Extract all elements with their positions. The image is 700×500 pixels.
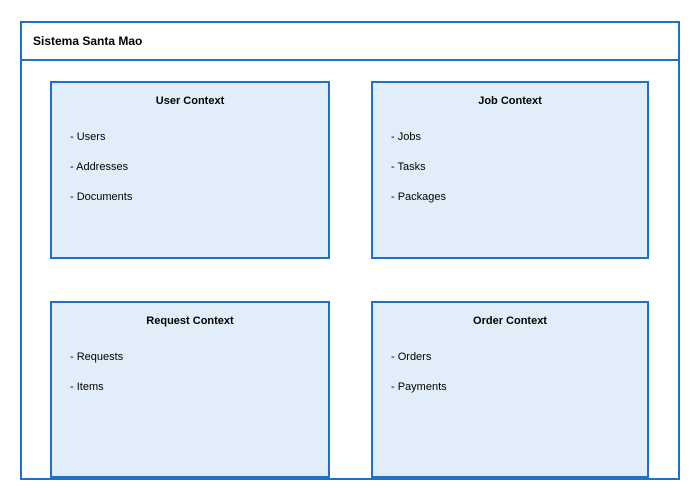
context-box-title: Order Context — [473, 315, 547, 327]
list-item: - Items — [70, 381, 104, 393]
context-box-item-list: - Orders - Payments — [373, 342, 647, 402]
context-box-item-list: - Users - Addresses - Documents — [52, 122, 328, 212]
list-item: - Packages — [391, 191, 447, 203]
list-item: - Documents — [70, 191, 133, 203]
context-box-item-list: - Jobs - Tasks - Packages — [373, 122, 647, 212]
context-box-order: Order Context - Orders - Payments — [371, 301, 649, 478]
context-box-title: Job Context — [478, 95, 542, 107]
context-box-title: Request Context — [146, 315, 234, 327]
list-item: - Jobs — [391, 131, 421, 143]
system-boundary-box: Sistema Santa Mao User Context - Users -… — [20, 21, 680, 480]
list-item: - Tasks — [391, 161, 426, 173]
list-item: - Payments — [391, 381, 447, 393]
context-box-user: User Context - Users - Addresses - Docum… — [50, 81, 330, 259]
list-item: - Orders — [391, 351, 432, 363]
list-item: - Requests — [70, 351, 124, 363]
context-box-item-list: - Requests - Items — [52, 342, 328, 402]
context-box-job: Job Context - Jobs - Tasks - Packages — [371, 81, 649, 259]
list-item: - Addresses — [70, 161, 129, 173]
list-item: - Users — [70, 131, 106, 143]
context-box-title: User Context — [155, 95, 225, 107]
system-title-bar: Sistema Santa Mao — [22, 23, 678, 61]
context-box-request: Request Context - Requests - Items — [50, 301, 330, 478]
system-title: Sistema Santa Mao — [33, 34, 143, 48]
